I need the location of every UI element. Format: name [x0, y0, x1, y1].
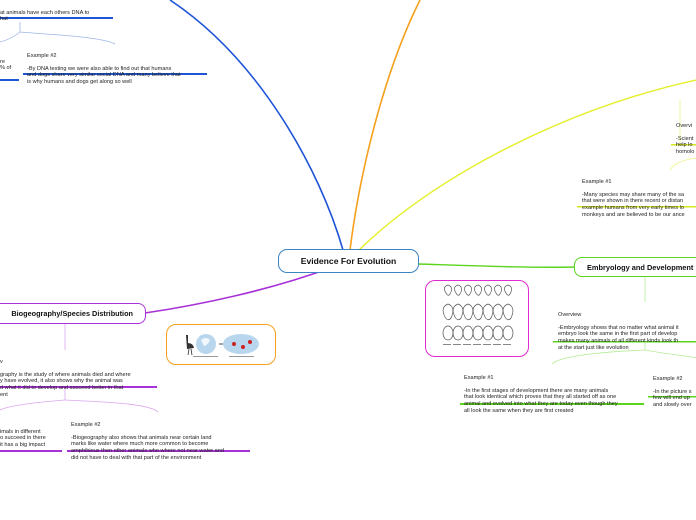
homology-overview: Overvi -Scient help lo homolo: [676, 116, 694, 162]
biogeography-topic-title: Biogeography/Species Distribution: [11, 309, 133, 318]
dna-example-2: Example #2 -By DNA testing we were also …: [27, 46, 181, 92]
homology-overview-heading: Overvi: [676, 122, 693, 129]
biogeography-image-box[interactable]: [166, 324, 276, 365]
homology-sub-curve: [669, 157, 696, 171]
biogeography-example-2-heading: Example #2: [71, 421, 101, 428]
embryology-example-1-text: -In the first stages of development ther…: [464, 387, 618, 414]
central-topic-title: Evidence For Evolution: [300, 256, 397, 266]
embryology-sub-curve-left: [551, 349, 646, 365]
biogeography-sub-curve-right: [64, 399, 159, 413]
dna-sub-curve: [19, 31, 116, 45]
vertebrate-embryo-comparison-image: [442, 284, 514, 345]
dna-example-2-heading: Example #2: [27, 52, 57, 59]
biogeography-example-1-text: imals in different o succeed in there it…: [0, 428, 46, 448]
dna-left-note-text: re % of: [0, 58, 12, 72]
central-topic[interactable]: Evidence For Evolution: [278, 249, 419, 273]
embryology-example1-underline: [460, 403, 644, 405]
biogeography-example-1: imals in different o succeed in there it…: [0, 422, 46, 455]
homology-example-1: Example #1 -Many species may share many …: [582, 172, 685, 225]
embryology-overview: Overview -Embryology shows that no matte…: [558, 305, 679, 358]
dna-example-2-text: -By DNA testing we were also able to fin…: [27, 65, 181, 85]
dna-top-note-text: at animals have each others DNA to hat: [0, 9, 90, 23]
embryology-example-2: Example #2 -In the picture s few will en…: [653, 369, 692, 415]
embryology-sub-curve-right: [644, 349, 696, 359]
homology-overview-underline: [671, 144, 696, 146]
biogeography-overview: v graphy is the study of where animals d…: [0, 352, 131, 405]
embryology-topic[interactable]: Embryology and Development: [574, 257, 696, 277]
dna-top-note: at animals have each others DNA to hat: [0, 3, 89, 29]
embryology-branch-line: [417, 263, 576, 268]
biogeography-overview-heading: v: [0, 358, 3, 365]
biogeography-sub-curve-left: [0, 399, 66, 411]
biogeo-example1-underline: [0, 450, 62, 452]
embryology-image-box[interactable]: [425, 280, 529, 357]
biogeo-example2-underline: [67, 450, 250, 452]
world-map-right: [223, 334, 259, 354]
biogeography-example-2: Example #2 -Biogeography also shows that…: [71, 415, 224, 468]
homology-example-1-heading: Example #1: [582, 178, 612, 185]
homology-example-1-text: -Many species may share many of the sa t…: [582, 191, 685, 218]
embryology-example-2-text: -In the picture s few will end up and sl…: [653, 388, 692, 408]
embryo-row-1: [444, 284, 512, 296]
biogeo-overview-underline: [0, 386, 157, 388]
embryology-example-1: Example #1 -In the first stages of devel…: [464, 368, 618, 421]
dna-branch-line: [169, 0, 344, 251]
dna-top-note-underline: [0, 17, 113, 19]
embryology-overview-text: -Embryology shows that no matter what an…: [558, 324, 679, 351]
dna-example2-underline: [23, 73, 207, 75]
biogeography-overview-text: graphy is the study of where animals die…: [0, 371, 131, 398]
embryology-topic-title: Embryology and Development: [587, 262, 694, 272]
homology-example1-underline: [577, 206, 696, 208]
embryology-example-1-heading: Example #1: [464, 374, 494, 381]
homology-overview-text: -Scient help lo homolo: [676, 135, 695, 155]
embryo-row-3: [442, 325, 514, 341]
embryology-overview-underline: [553, 341, 696, 343]
embryology-example-2-heading: Example #2: [653, 375, 683, 382]
biogeography-example-2-text: -Biogeography also shows that animals ne…: [71, 434, 224, 461]
homology-branch-line: [357, 79, 696, 252]
dna-left-note-underline: [0, 79, 19, 81]
embryology-overview-heading: Overview: [558, 311, 582, 318]
orange-branch-line: [349, 0, 421, 251]
embryology-example2-underline: [648, 396, 696, 398]
embryo-labels: [443, 344, 511, 345]
embryo-row-2: [442, 303, 514, 321]
bird-silhouette-left: [186, 335, 194, 356]
dna-left-note: re % of: [0, 52, 11, 78]
biogeography-topic[interactable]: Biogeography/Species Distribution: [0, 303, 146, 324]
biogeography-branch-line: [144, 267, 331, 314]
dna-sub-curve-left: [0, 31, 21, 43]
ostrich-emu-rhea-world-map-image: [186, 334, 259, 357]
